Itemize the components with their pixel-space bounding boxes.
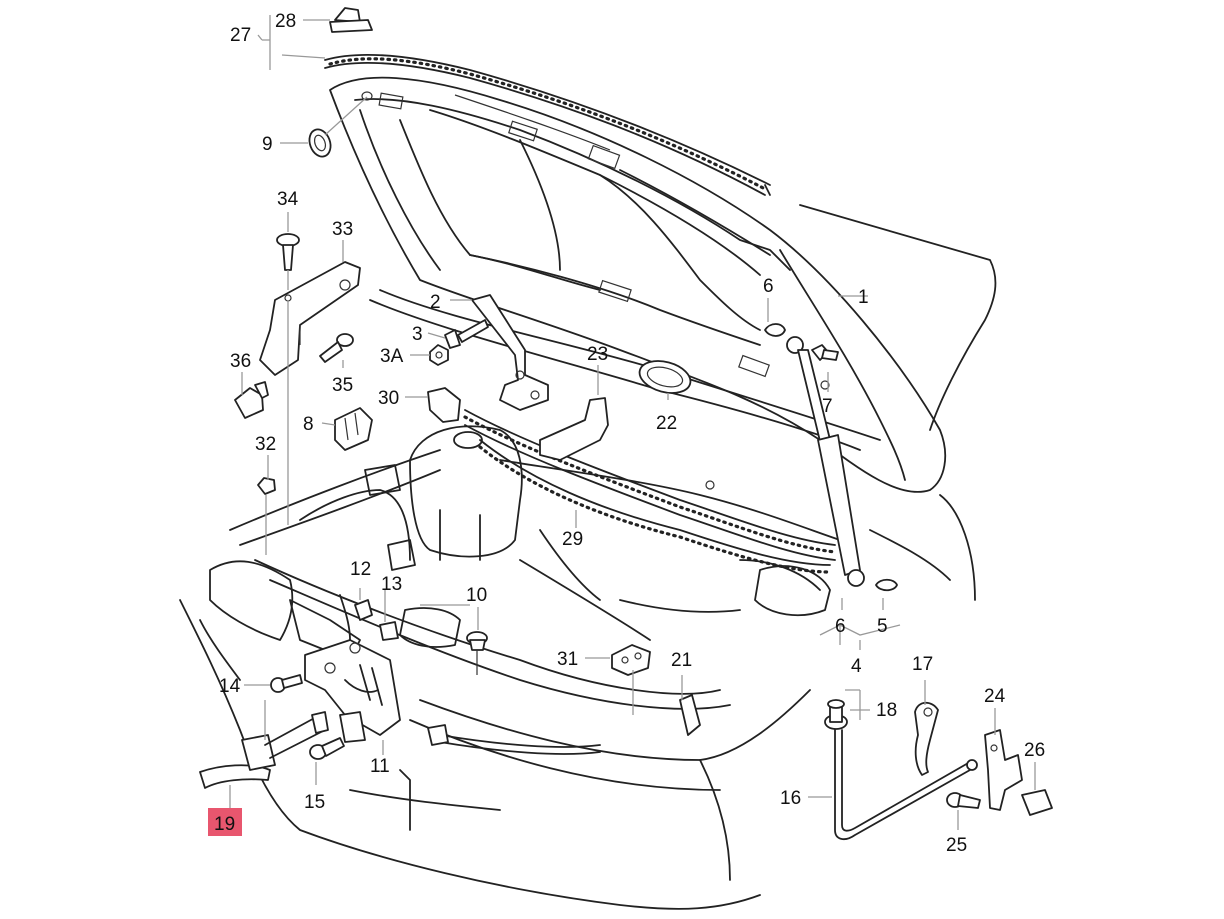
part-25-screw xyxy=(946,792,981,809)
callout-21: 21 xyxy=(671,650,692,671)
callout-27: 27 xyxy=(230,25,251,46)
callout-15: 15 xyxy=(304,792,325,813)
callout-6-lower: 6 xyxy=(835,616,846,637)
part-36-clip xyxy=(234,381,269,419)
part-5-circlip-lower xyxy=(875,578,898,592)
callout-7: 7 xyxy=(822,396,833,417)
callout-5: 5 xyxy=(877,616,888,637)
callout-19: 19 xyxy=(214,814,235,835)
callout-32: 32 xyxy=(255,434,276,455)
callout-3a: 3A xyxy=(380,346,404,367)
part-21-clip xyxy=(679,694,701,736)
part-26-clip xyxy=(1021,789,1053,816)
part-30-clip xyxy=(427,387,461,423)
callout-8: 8 xyxy=(303,414,314,435)
part-16-release-cable xyxy=(427,724,978,841)
part-8-clip xyxy=(334,407,373,451)
callout-12: 12 xyxy=(350,559,371,580)
part-23-bracket xyxy=(539,397,609,461)
hood-panel xyxy=(329,76,947,493)
part-35-bolt xyxy=(319,333,354,363)
part-31-clip xyxy=(611,644,651,676)
hood-seal-strip xyxy=(324,53,771,196)
part-6-circlip-upper xyxy=(764,323,786,337)
part-13-clip xyxy=(379,621,399,641)
callout-33: 33 xyxy=(332,219,353,240)
callout-10: 10 xyxy=(466,585,487,606)
callout-35: 35 xyxy=(332,375,353,396)
part-12-clip xyxy=(339,594,373,641)
callout-29: 29 xyxy=(562,529,583,550)
callout-1: 1 xyxy=(858,287,869,308)
callout-31: 31 xyxy=(557,649,578,670)
part-10-rubber-buffer xyxy=(466,631,488,675)
car-body xyxy=(179,204,997,910)
part-15-screw xyxy=(309,737,345,760)
callout-22: 22 xyxy=(656,413,677,434)
part-1-gas-strut xyxy=(786,336,865,587)
part-22-plug xyxy=(638,360,692,394)
part-19-release-lever xyxy=(199,711,329,789)
part-3a-nut xyxy=(429,344,449,366)
callout-9: 9 xyxy=(262,134,273,155)
callout-4: 4 xyxy=(851,656,862,677)
callout-labels: 1 2 3 3A 4 5 6 6 7 8 9 10 11 12 13 14 15… xyxy=(208,11,1045,856)
callout-2: 2 xyxy=(430,292,441,313)
callout-11: 11 xyxy=(370,756,390,777)
callout-3: 3 xyxy=(412,324,423,345)
part-11-hood-lock xyxy=(304,639,401,743)
part-24-bracket xyxy=(984,729,1023,811)
callout-14: 14 xyxy=(219,676,241,697)
part-32-washer xyxy=(257,477,276,495)
part-3-bolt xyxy=(444,319,489,349)
callout-26: 26 xyxy=(1024,740,1045,761)
part-7-ball-stud xyxy=(811,344,839,361)
leader-lines xyxy=(229,15,1036,830)
part-14-screw xyxy=(270,674,303,693)
callout-6-upper: 6 xyxy=(763,276,774,297)
callout-28: 28 xyxy=(275,11,296,32)
callout-23: 23 xyxy=(587,344,608,365)
callout-18: 18 xyxy=(876,700,897,721)
part-28-clip xyxy=(329,7,373,33)
part-33-bracket xyxy=(259,261,361,376)
callout-25: 25 xyxy=(946,835,967,856)
part-18-grommet xyxy=(824,699,848,730)
part-2-hinge xyxy=(471,294,549,411)
callout-24: 24 xyxy=(984,686,1006,707)
callout-30: 30 xyxy=(378,388,399,409)
callout-17: 17 xyxy=(912,654,933,675)
callout-16: 16 xyxy=(780,788,801,809)
part-17-release-handle xyxy=(914,701,939,776)
part-34-bolt xyxy=(276,233,300,271)
callout-19-highlight xyxy=(208,808,242,836)
callout-13: 13 xyxy=(381,574,402,595)
bay-seal-strip xyxy=(463,409,837,574)
part-9-grommet xyxy=(308,128,332,158)
callout-36: 36 xyxy=(230,351,251,372)
callout-34: 34 xyxy=(277,189,299,210)
